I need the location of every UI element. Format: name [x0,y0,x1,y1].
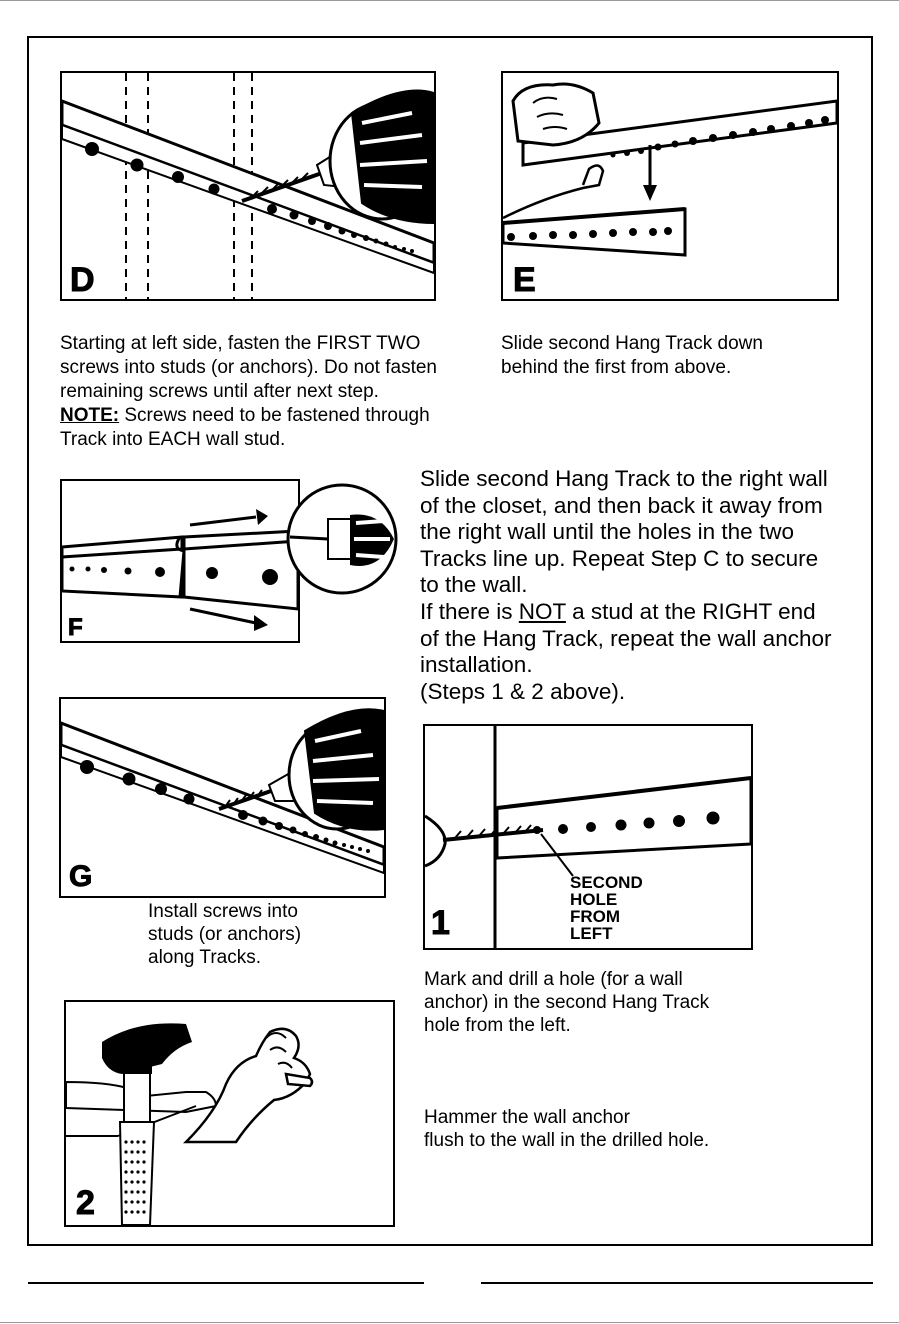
bottom-edge-line [0,1322,899,1323]
footer-rule-left [28,1282,424,1284]
instruction-step-1: Mark and drill a hole (for a wall anchor… [424,968,754,1037]
instruction-d-note: NOTE: Screws need to be fastened through [60,404,490,428]
panel-letter-f: F [68,614,84,641]
instruction-f-stud-note: If there is NOT a stud at the RIGHT end [420,599,890,626]
hammer-anchor-step-2-illustration [66,1023,314,1225]
illustration-step-2: 2 [64,1000,395,1227]
callout-line: HOLE [570,890,618,909]
instruction-f-line: of the closet, and then back it away fro… [420,492,823,518]
illustration-g: G [59,697,386,898]
instruction-step-1-line: Mark and drill a hole (for a wall [424,969,683,990]
instruction-step-1-line: hole from the left. [424,1015,571,1036]
drill-track-d-illustration [62,73,434,299]
instruction-d: Starting at left side, fasten the FIRST … [60,332,490,452]
illustration-f: F [60,479,398,643]
callout-second-hole: SECOND HOLE FROM LEFT [570,874,643,942]
callout-line: FROM [570,907,621,926]
illustration-e: E [501,71,839,301]
callout-line: LEFT [570,924,613,943]
instruction-g-line: along Tracks. [148,947,261,968]
slide-track-f-illustration [60,483,398,631]
instruction-g-line: Install screws into [148,901,298,922]
instruction-f-line: to the wall. [420,572,528,598]
instruction-e: Slide second Hang Track down behind the … [501,332,841,380]
top-edge-line [0,0,899,1]
instruction-step-2-line: Hammer the wall anchor [424,1107,630,1128]
stud-note-pre: If there is [420,598,519,624]
instruction-step-1-line: anchor) in the second Hang Track [424,992,710,1013]
note-text: Screws need to be fastened through [119,405,430,426]
instruction-f-line: (Steps 1 & 2 above). [420,678,626,704]
stud-note-post: a stud at the RIGHT end [565,598,816,624]
slide-track-e-illustration [503,82,837,257]
illustration-step-1: SECOND HOLE FROM LEFT 1 [423,724,753,950]
panel-letter-2: 2 [76,1184,96,1222]
illustration-d: D [60,71,436,301]
instruction-d-line: remaining screws until after next step. [60,381,379,402]
instruction-f-line: Tracks line up. Repeat Step C to secure [420,545,819,571]
panel-letter-d: D [70,261,96,299]
panel-letter-e: E [513,261,537,299]
instruction-f-line: of the Hang Track, repeat the wall ancho… [420,625,832,651]
panel-letter-g: G [68,860,93,893]
instruction-d-line: Starting at left side, fasten the FIRST … [60,333,421,354]
drill-hole-step-1-illustration [425,726,751,948]
instruction-step-2-line: flush to the wall in the drilled hole. [424,1130,710,1151]
instruction-f-line: Slide second Hang Track to the right wal… [420,466,828,491]
stud-note-not: NOT [518,598,566,624]
footer-rule-right [481,1282,873,1284]
instruction-e-line: Slide second Hang Track down [501,333,763,354]
instruction-f: Slide second Hang Track to the right wal… [420,466,890,705]
instruction-step-2: Hammer the wall anchor flush to the wall… [424,1106,784,1152]
screw-track-g-illustration [61,708,384,875]
instruction-d-line: Track into EACH wall stud. [60,429,286,450]
instruction-g: Install screws into studs (or anchors) a… [148,900,368,969]
instruction-d-line: screws into studs (or anchors). Do not f… [60,357,437,378]
instruction-f-line: the right wall until the holes in the tw… [420,519,794,545]
instruction-e-line: behind the first from above. [501,357,732,378]
callout-line: SECOND [570,873,643,892]
note-label: NOTE: [60,405,120,426]
instruction-g-line: studs (or anchors) [148,924,302,945]
page-frame [27,36,873,1246]
instruction-f-line: installation. [420,652,533,678]
panel-letter-1: 1 [431,904,451,942]
